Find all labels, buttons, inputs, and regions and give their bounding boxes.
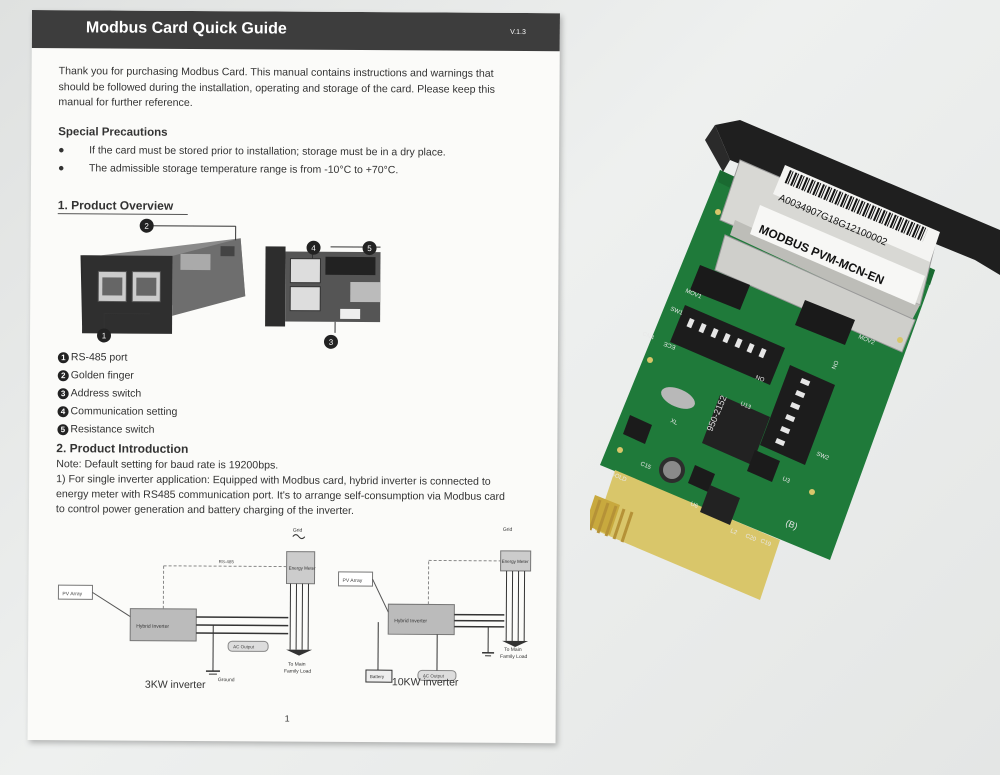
svg-text:Hybrid Inverter: Hybrid Inverter bbox=[394, 618, 427, 624]
bullet-icon: ● bbox=[58, 144, 65, 157]
intro-line: manual for further reference. bbox=[58, 96, 193, 109]
ic-chip-u6 bbox=[688, 465, 715, 492]
callout-1 bbox=[97, 328, 112, 343]
caption-10kw: 10KW inverter bbox=[391, 676, 459, 689]
svg-text:ECE: ECE bbox=[663, 340, 677, 350]
manual-title: Modbus Card Quick Guide bbox=[85, 19, 287, 38]
svg-text:U13: U13 bbox=[739, 401, 752, 411]
svg-text:Family Load: Family Load bbox=[500, 654, 527, 660]
svg-text:C19: C19 bbox=[759, 538, 772, 548]
callout-number-icon: 5 bbox=[57, 423, 69, 435]
product-overview-heading: 1. Product Overview bbox=[57, 198, 174, 213]
svg-text:Energy Meter: Energy Meter bbox=[502, 559, 530, 564]
svg-text:L2: L2 bbox=[729, 528, 738, 536]
caption-3kw: 3KW inverter bbox=[144, 678, 206, 692]
svg-text:PV Array: PV Array bbox=[62, 591, 82, 597]
svg-text:Hybrid Inverter: Hybrid Inverter bbox=[136, 624, 169, 630]
svg-text:ON: ON bbox=[755, 373, 766, 382]
legend-label: RS-485 port bbox=[70, 351, 128, 364]
board-revision: (B) bbox=[784, 518, 799, 532]
svg-text:To Main: To Main bbox=[504, 647, 522, 653]
golden-finger-edge bbox=[595, 470, 780, 600]
card-front-view bbox=[80, 238, 246, 334]
modbus-card-photo: A0034907G18G12100002 MODBUS PVM-MCN-EN M… bbox=[590, 120, 1000, 600]
svg-text:RS-485: RS-485 bbox=[219, 559, 235, 564]
inductor-l2 bbox=[700, 485, 740, 525]
wiring-diagram-10kw: PV Array Hybrid Inverter Energy Meter Gr… bbox=[337, 527, 532, 683]
svg-text:Grid: Grid bbox=[503, 527, 513, 533]
svg-text:U3: U3 bbox=[781, 476, 791, 485]
special-precautions-heading: Special Precautions bbox=[58, 126, 168, 139]
card-side-view bbox=[265, 246, 381, 327]
product-overview-illustration: 1 2 4 5 3 bbox=[80, 218, 381, 349]
introduction-paragraph: Note: Default setting for baud rate is 1… bbox=[56, 457, 536, 520]
svg-text:ON: ON bbox=[830, 359, 839, 370]
svg-text:AC Output: AC Output bbox=[233, 644, 255, 649]
wiring-diagrams: PV Array Hybrid Inverter Energy Meter Gr… bbox=[57, 527, 532, 683]
callout-number-icon: 2 bbox=[57, 369, 69, 381]
precautions-list: ● If the card must be stored prior to in… bbox=[58, 144, 538, 183]
intro-paragraph: Thank you for purchasing Modbus Card. Th… bbox=[58, 64, 528, 113]
svg-text:1: 1 bbox=[102, 331, 107, 340]
ic-chip-u3 bbox=[747, 450, 780, 482]
svg-text:5: 5 bbox=[367, 244, 372, 253]
model-label bbox=[750, 205, 925, 305]
chip-u13 bbox=[702, 395, 770, 465]
legend-label: Address switch bbox=[70, 387, 142, 400]
mov1-component bbox=[690, 265, 750, 310]
ic-chip bbox=[623, 415, 652, 444]
precaution-text: The admissible storage temperature range… bbox=[88, 162, 399, 177]
svg-text:4: 4 bbox=[311, 244, 316, 253]
mov2-component bbox=[795, 300, 855, 345]
svg-text:SW1: SW1 bbox=[669, 306, 684, 317]
svg-text:U6: U6 bbox=[689, 501, 699, 510]
bullet-icon: ● bbox=[57, 162, 65, 175]
callout-number-icon: 1 bbox=[57, 351, 69, 363]
callout-2 bbox=[139, 218, 154, 233]
svg-text:Family Load: Family Load bbox=[284, 669, 311, 675]
crystal-oscillator bbox=[661, 387, 695, 409]
callout-number-icon: 3 bbox=[57, 387, 69, 399]
svg-text:AC Output: AC Output bbox=[423, 673, 445, 678]
callout-3 bbox=[323, 334, 338, 349]
svg-text:C20: C20 bbox=[744, 533, 757, 543]
svg-text:Battery: Battery bbox=[370, 674, 385, 679]
svg-text:To Main: To Main bbox=[288, 662, 306, 668]
product-introduction-heading: 2. Product Introduction bbox=[56, 441, 189, 456]
svg-text:SW2: SW2 bbox=[815, 451, 830, 462]
page-number: 1 bbox=[284, 713, 290, 724]
legend-label: Communication setting bbox=[70, 405, 178, 418]
precaution-text: If the card must be stored prior to inst… bbox=[89, 144, 446, 159]
legend-item: 3 Address switch bbox=[57, 384, 178, 403]
callout-5 bbox=[362, 241, 377, 256]
legend-item: 4 Communication setting bbox=[57, 402, 177, 421]
overview-legend: 1 RS-485 port 2 Golden finger 3 Address … bbox=[57, 348, 177, 439]
wiring-diagram-3kw: PV Array Hybrid Inverter Energy Meter Gr… bbox=[57, 528, 317, 683]
legend-label: Resistance switch bbox=[70, 423, 155, 436]
svg-text:XL: XL bbox=[669, 418, 679, 427]
manual-header-bar: Modbus Card Quick Guide V.1.3 bbox=[31, 10, 560, 52]
svg-text:Grid: Grid bbox=[293, 528, 303, 534]
legend-item: 5 Resistance switch bbox=[57, 420, 177, 439]
intro-line: to control power generation and battery … bbox=[55, 503, 354, 517]
precaution-item: ● The admissible storage temperature ran… bbox=[58, 162, 538, 183]
svg-text:C15: C15 bbox=[639, 461, 652, 471]
svg-text:PV Array: PV Array bbox=[343, 578, 363, 584]
callout-number-icon: 4 bbox=[57, 405, 69, 417]
svg-text:CN4: CN4 bbox=[641, 331, 655, 341]
dip-switch-sw1 bbox=[670, 305, 785, 385]
legend-item: 2 Golden finger bbox=[57, 366, 178, 385]
manual-version: V.1.3 bbox=[510, 28, 526, 37]
barcode-icon bbox=[784, 170, 929, 242]
svg-text:Energy Meter: Energy Meter bbox=[289, 566, 317, 571]
svg-text:Ground: Ground bbox=[218, 677, 235, 683]
svg-text:3: 3 bbox=[329, 338, 334, 347]
quick-guide-sheet: Modbus Card Quick Guide V.1.3 Thank you … bbox=[27, 10, 560, 744]
callout-4 bbox=[306, 240, 321, 255]
legend-item: 1 RS-485 port bbox=[57, 348, 178, 367]
legend-label: Golden finger bbox=[70, 369, 134, 382]
svg-text:2: 2 bbox=[144, 222, 149, 231]
